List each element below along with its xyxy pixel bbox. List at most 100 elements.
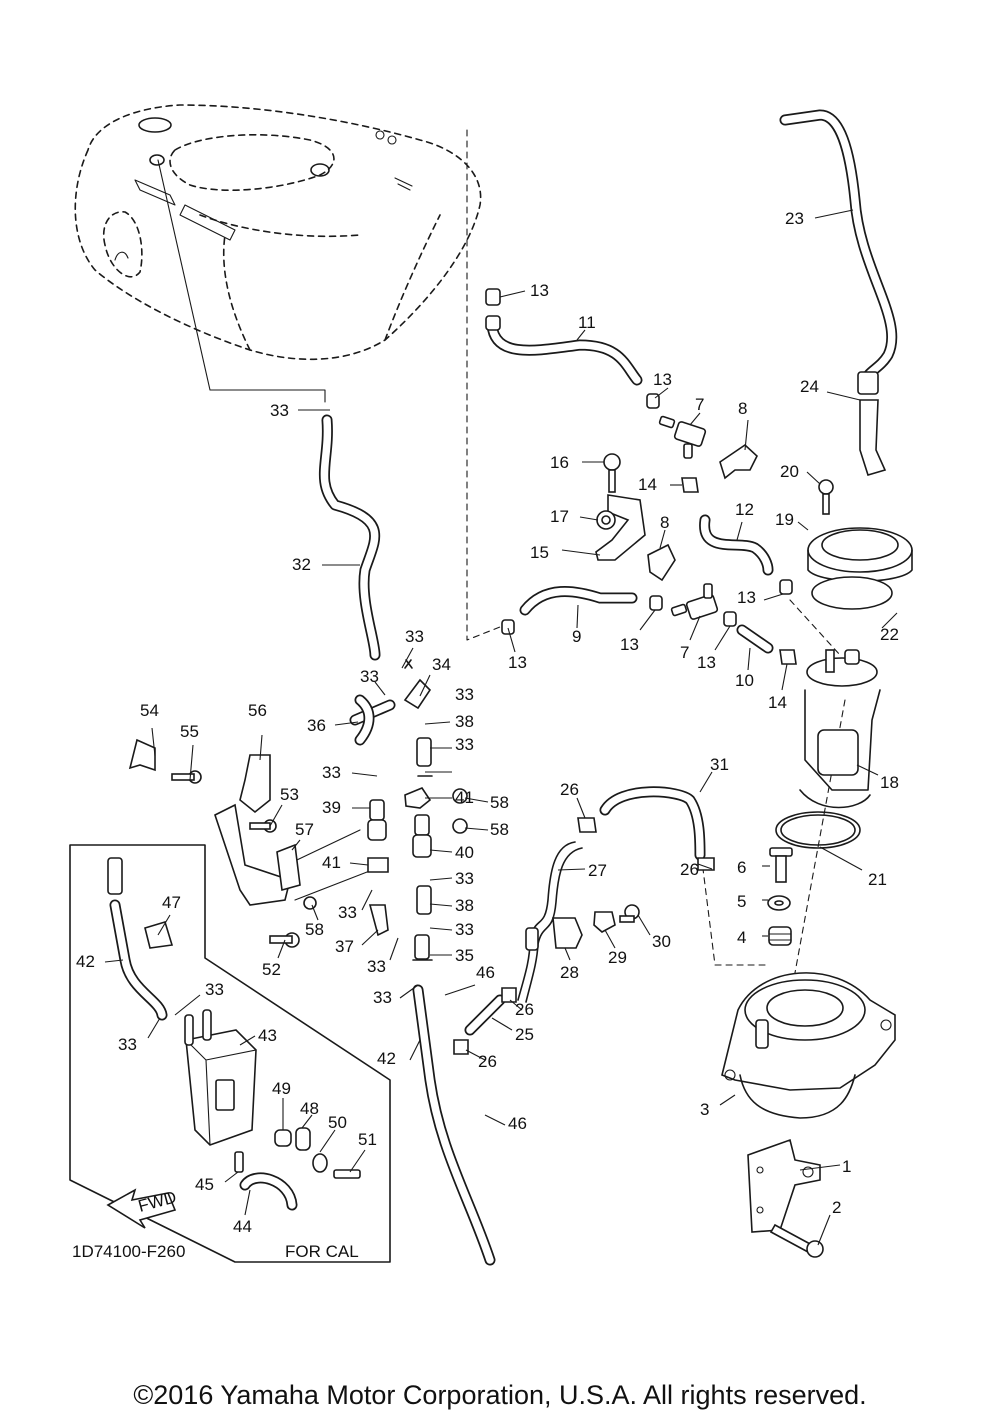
nut-17 bbox=[596, 510, 616, 530]
hose-42-cal bbox=[109, 899, 168, 1021]
callout-28: 28 bbox=[560, 963, 579, 982]
callout-41-a: 41 bbox=[455, 788, 474, 807]
callout-47: 47 bbox=[162, 893, 181, 912]
forward-arrow-icon bbox=[106, 1188, 177, 1229]
callout-33-f: 33 bbox=[322, 763, 341, 782]
callout-6: 6 bbox=[737, 858, 746, 877]
hose-10 bbox=[736, 624, 774, 654]
callout-18: 18 bbox=[880, 773, 899, 792]
hose-11 bbox=[486, 319, 643, 386]
callout-4: 4 bbox=[737, 928, 746, 947]
callout-33-k: 33 bbox=[373, 988, 392, 1007]
callout-20: 20 bbox=[780, 462, 799, 481]
callout-40: 40 bbox=[455, 843, 474, 862]
callout-54: 54 bbox=[140, 701, 159, 720]
holder-8-upper bbox=[719, 443, 758, 480]
callout-26-d: 26 bbox=[478, 1052, 497, 1071]
hose-27 bbox=[517, 841, 583, 1003]
callout-13-f: 13 bbox=[737, 588, 756, 607]
callout-8-upper: 8 bbox=[738, 399, 747, 418]
callout-29: 29 bbox=[608, 948, 627, 967]
callout-51: 51 bbox=[358, 1130, 377, 1149]
clamp-14 bbox=[681, 477, 797, 665]
callout-1: 1 bbox=[842, 1157, 851, 1176]
diagram-code: 1D74100-F260 bbox=[72, 1242, 185, 1261]
coupler-parts-27 bbox=[525, 927, 539, 951]
bracket-3 bbox=[721, 972, 896, 1119]
bolt-16 bbox=[603, 453, 621, 493]
callout-labels: 1 2 3 4 5 6 7 7 8 8 9 10 11 12 13 13 13 … bbox=[76, 209, 899, 1236]
callout-52: 52 bbox=[262, 960, 281, 979]
bolt-20 bbox=[818, 479, 834, 515]
callout-55: 55 bbox=[180, 722, 199, 741]
callout-42-main: 42 bbox=[377, 1049, 396, 1068]
callout-33-l: 33 bbox=[205, 980, 224, 999]
hose-23 bbox=[779, 109, 898, 386]
callout-19: 19 bbox=[775, 510, 794, 529]
callout-33-h: 33 bbox=[338, 903, 357, 922]
callout-58-b: 58 bbox=[490, 820, 509, 839]
callout-27: 27 bbox=[588, 861, 607, 880]
leader-lines bbox=[104, 209, 898, 1246]
bracket-1 bbox=[747, 1138, 821, 1233]
hose-44 bbox=[239, 1172, 298, 1211]
hose-32 bbox=[318, 414, 381, 661]
callout-13-b: 13 bbox=[653, 370, 672, 389]
pump-flange-19 bbox=[807, 527, 913, 582]
callout-25: 25 bbox=[515, 1025, 534, 1044]
clips-13-row bbox=[501, 393, 793, 635]
callout-42-cal: 42 bbox=[76, 952, 95, 971]
callout-50: 50 bbox=[328, 1113, 347, 1132]
callout-48: 48 bbox=[300, 1099, 319, 1118]
callout-12: 12 bbox=[735, 500, 754, 519]
callout-10: 10 bbox=[735, 671, 754, 690]
bolt-2 bbox=[769, 1223, 824, 1258]
callout-8-lower: 8 bbox=[660, 513, 669, 532]
callout-34: 34 bbox=[432, 655, 451, 674]
callout-26-b: 26 bbox=[680, 860, 699, 879]
callout-7-upper: 7 bbox=[695, 395, 704, 414]
fuel-pump-18 bbox=[799, 649, 881, 809]
bolt-6 bbox=[769, 847, 793, 883]
fuel-tank-outline bbox=[74, 104, 482, 361]
callout-5: 5 bbox=[737, 892, 746, 911]
hose-9 bbox=[519, 586, 638, 616]
callout-33-i: 33 bbox=[455, 920, 474, 939]
callout-33-e: 33 bbox=[455, 735, 474, 754]
o-ring-21 bbox=[775, 811, 861, 849]
t-joint-7-lower bbox=[670, 583, 719, 620]
callout-16: 16 bbox=[550, 453, 569, 472]
hose-25 bbox=[464, 994, 506, 1036]
callout-17: 17 bbox=[550, 507, 569, 526]
callout-15: 15 bbox=[530, 543, 549, 562]
callout-33-b: 33 bbox=[405, 627, 424, 646]
callout-39: 39 bbox=[322, 798, 341, 817]
hose-42-main bbox=[412, 984, 496, 1266]
callout-41-b: 41 bbox=[322, 853, 341, 872]
callout-44: 44 bbox=[233, 1217, 252, 1236]
callout-33-a: 33 bbox=[270, 401, 289, 420]
center-column-parts bbox=[367, 659, 468, 961]
callout-56: 56 bbox=[248, 701, 267, 720]
callout-21: 21 bbox=[868, 870, 887, 889]
clip-13-top bbox=[485, 288, 501, 331]
callout-22: 22 bbox=[880, 625, 899, 644]
t-joint-7-upper bbox=[658, 415, 707, 459]
callout-3: 3 bbox=[700, 1100, 709, 1119]
holder-8-lower bbox=[647, 543, 676, 582]
callout-53: 53 bbox=[280, 785, 299, 804]
callout-13-c: 13 bbox=[508, 653, 527, 672]
callout-2: 2 bbox=[832, 1198, 841, 1217]
callout-13-d: 13 bbox=[620, 635, 639, 654]
callout-14-upper: 14 bbox=[638, 475, 657, 494]
callout-37: 37 bbox=[335, 937, 354, 956]
callout-31: 31 bbox=[710, 755, 729, 774]
holder-28 bbox=[552, 917, 583, 949]
callout-33-m: 33 bbox=[118, 1035, 137, 1054]
callout-49: 49 bbox=[272, 1079, 291, 1098]
callout-24: 24 bbox=[800, 377, 819, 396]
callout-9: 9 bbox=[572, 627, 581, 646]
callout-26-c: 26 bbox=[515, 1000, 534, 1019]
callout-7-lower: 7 bbox=[680, 643, 689, 662]
